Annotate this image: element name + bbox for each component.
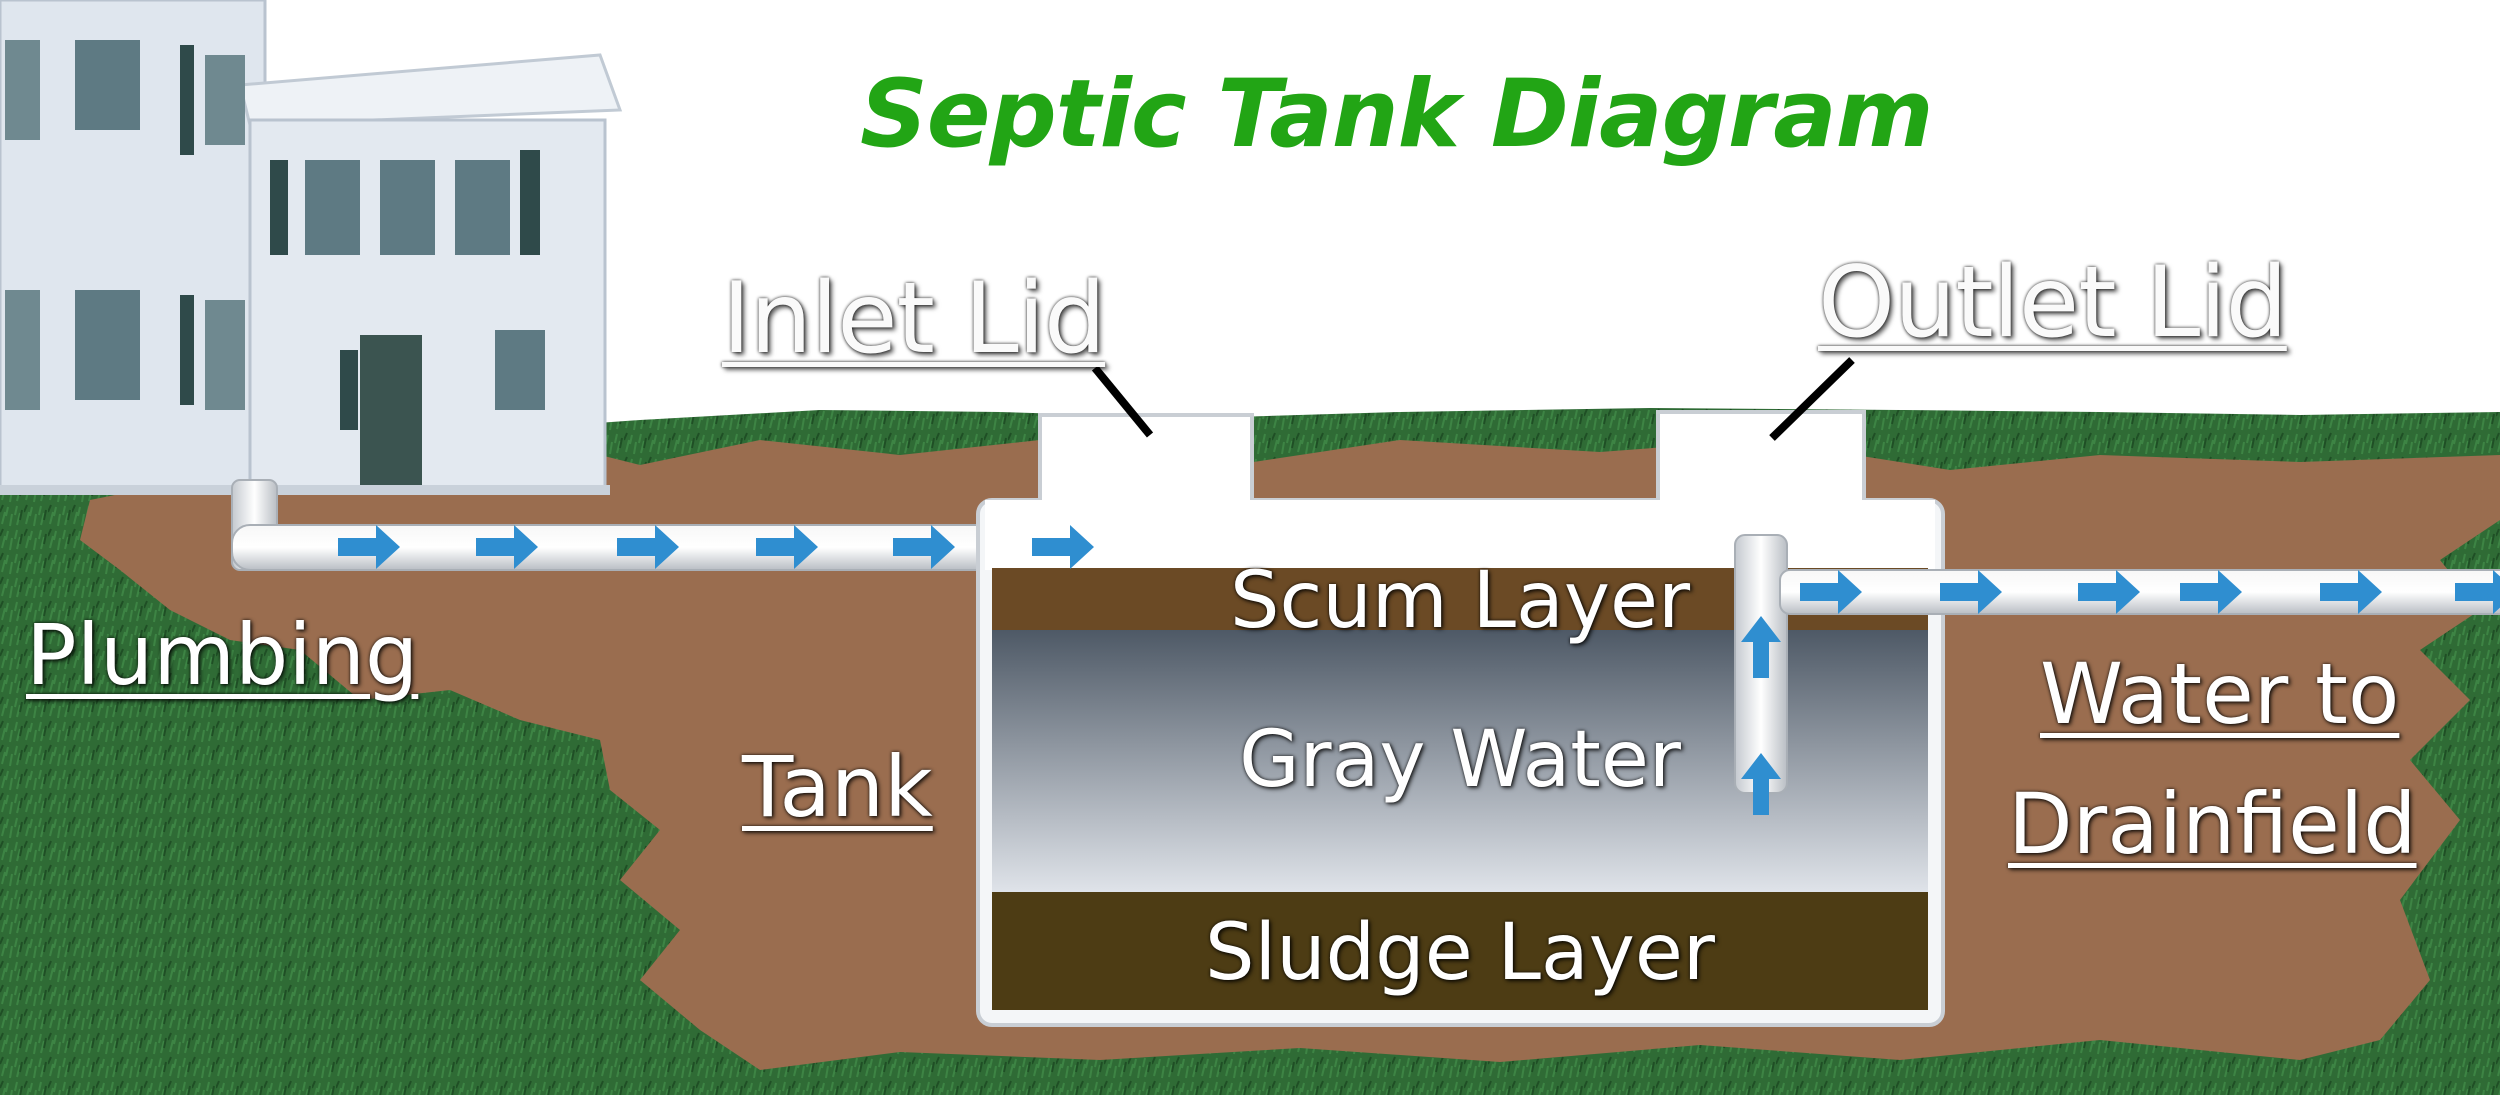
- flow-arrow-right-icon: [2180, 570, 2242, 614]
- plumbing-label: Plumbing: [26, 606, 419, 704]
- water-to-label: Water to: [2040, 645, 2400, 743]
- flow-arrow-up-icon: [1741, 753, 1781, 815]
- house: [0, 0, 623, 495]
- outlet-lid-leader: [1769, 357, 1855, 441]
- inlet-lid-leader: [1091, 365, 1154, 438]
- sludge-layer-band: [992, 892, 1928, 1010]
- flow-arrow-up-icon: [1741, 616, 1781, 678]
- rising-arrows: [1741, 616, 1781, 815]
- flow-arrow-right-icon: [338, 525, 400, 569]
- flow-arrow-right-icon: [617, 525, 679, 569]
- gray-water-label: Gray Water: [1239, 715, 1681, 805]
- inlet-lid-label: Inlet Lid: [722, 262, 1106, 376]
- scum-layer-label: Scum Layer: [1229, 556, 1691, 646]
- flow-arrow-right-icon: [2078, 570, 2140, 614]
- outlet-lid-label: Outlet Lid: [1818, 246, 2288, 360]
- flow-arrow-right-icon: [2455, 570, 2500, 614]
- flow-arrow-right-icon: [1800, 570, 1862, 614]
- flow-arrow-right-icon: [476, 525, 538, 569]
- drainfield-label: Drainfield: [2008, 775, 2417, 873]
- flow-arrow-right-icon: [893, 525, 955, 569]
- diagram-title: Septic Tank Diagram: [860, 60, 1934, 169]
- outflow-arrows: [1800, 570, 2500, 614]
- flow-arrow-right-icon: [1940, 570, 2002, 614]
- inflow-arrows: [338, 525, 1094, 569]
- sludge-layer-label: Sludge Layer: [1205, 908, 1715, 998]
- flow-arrow-right-icon: [1032, 525, 1094, 569]
- flow-arrow-right-icon: [756, 525, 818, 569]
- tank-label: Tank: [742, 738, 933, 836]
- flow-arrow-right-icon: [2320, 570, 2382, 614]
